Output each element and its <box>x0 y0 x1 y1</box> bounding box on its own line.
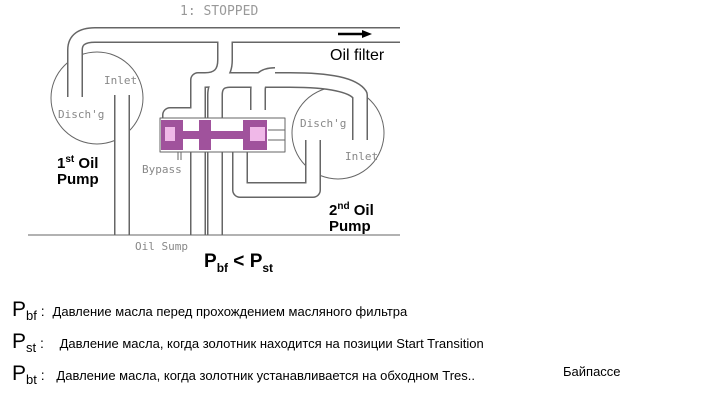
oil-filter-label: Oil filter <box>330 47 385 64</box>
legend-item-pbt: Pbt : Давление масла, когда золотник уст… <box>12 362 475 387</box>
oil-sump-label: Oil Sump <box>135 240 188 253</box>
pump1-discharge-label: Disch'g <box>58 108 104 121</box>
legend-item-pst: Pst : Давление масла, когда золотник нах… <box>12 330 484 355</box>
pressure-relation: Pbf < Pst <box>204 251 274 275</box>
state-title: 1: STOPPED <box>180 4 258 19</box>
spool <box>161 120 267 150</box>
flow-arrow-head <box>362 30 372 38</box>
pump2-discharge-label: Disch'g <box>300 117 346 130</box>
pipes-inner <box>68 28 400 235</box>
legend-item-pbf: Pbf : Давление масла перед прохождением … <box>12 298 408 323</box>
legend-note-bypass: Байпассе <box>563 364 621 379</box>
bypass-label: Bypass <box>142 163 182 176</box>
pump1-inlet-label: Inlet <box>104 74 137 87</box>
pump2-inlet-label: Inlet <box>345 150 378 163</box>
